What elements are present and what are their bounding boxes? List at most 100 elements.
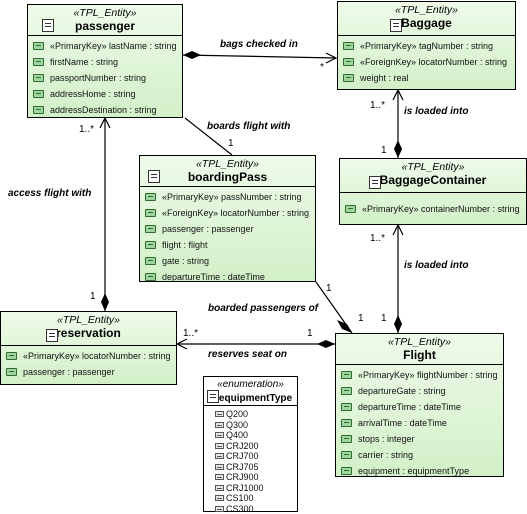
entity-stereotype: «TPL_Entity»	[336, 334, 503, 348]
multiplicity-boards-target: 1	[228, 138, 234, 149]
attribute-row[interactable]: addressHome : string	[28, 86, 182, 102]
column-icon	[33, 106, 44, 114]
enum-literal[interactable]: CRJ900	[204, 472, 297, 483]
attribute-text: departureTime : dateTime	[358, 402, 461, 412]
literal-icon	[215, 453, 224, 459]
column-icon	[145, 273, 156, 281]
attribute-text: weight : real	[360, 73, 409, 83]
multiplicity-container-source: 1..*	[370, 233, 385, 244]
attribute-row[interactable]: passenger : passenger	[1, 364, 176, 380]
attribute-text: «PrimaryKey» lastName : string	[50, 41, 177, 51]
attribute-text: equipment : equipmentType	[358, 466, 469, 476]
attribute-row[interactable]: flight : flight	[140, 237, 315, 253]
attribute-row[interactable]: arrivalTime : dateTime	[336, 415, 503, 431]
enumeration-equipment-type[interactable]: «enumeration» equipmentType Q200 Q300 Q4…	[203, 376, 298, 512]
column-icon	[6, 352, 17, 360]
entity-baggage-container[interactable]: «TPL_Entity» BaggageContainer «PrimaryKe…	[339, 158, 527, 225]
association-label-reserves-seat-on: reserves seat on	[208, 349, 287, 360]
attribute-row[interactable]: «ForeignKey» locatorNumber : string	[338, 54, 515, 70]
literal-icon	[215, 411, 224, 417]
attribute-row[interactable]: passportNumber : string	[28, 70, 182, 86]
attribute-row[interactable]: addressDestination : string	[28, 102, 182, 118]
entity-name: reservation	[1, 326, 176, 341]
literal-icon	[215, 506, 224, 512]
column-icon	[343, 74, 354, 82]
attribute-text: gate : string	[162, 256, 209, 266]
column-icon	[33, 58, 44, 66]
entity-stereotype: «TPL_Entity»	[340, 159, 526, 173]
attribute-text: «PrimaryKey» passNumber : string	[162, 192, 302, 202]
attribute-row[interactable]: «PrimaryKey» containerNumber : string	[340, 201, 526, 217]
column-icon	[33, 90, 44, 98]
entity-reservation[interactable]: «TPL_Entity» reservation «PrimaryKey» lo…	[0, 311, 177, 385]
entity-baggage[interactable]: «TPL_Entity» Baggage «PrimaryKey» tagNum…	[337, 1, 516, 90]
enum-literal[interactable]: CRJ1000	[204, 483, 297, 494]
enumeration-header: «enumeration» equipmentType	[204, 377, 297, 406]
association-label-container-loaded-into: is loaded into	[404, 260, 468, 271]
entity-boarding-pass[interactable]: «TPL_Entity» boardingPass «PrimaryKey» p…	[139, 155, 316, 282]
literal-icon	[215, 474, 224, 480]
entity-passenger[interactable]: «TPL_Entity» passenger «PrimaryKey» last…	[27, 4, 183, 118]
attribute-text: departureGate : string	[358, 386, 446, 396]
entity-name: Baggage	[338, 16, 515, 31]
table-icon	[148, 170, 160, 183]
multiplicity-access-source: 1..*	[79, 124, 94, 135]
enum-literal[interactable]: CS300	[204, 504, 297, 514]
enum-literal[interactable]: CRJ700	[204, 451, 297, 462]
attribute-row[interactable]: «PrimaryKey» tagNumber : string	[338, 38, 515, 54]
multiplicity-bag-source: 1..*	[370, 100, 385, 111]
attribute-row[interactable]: «PrimaryKey» locatorNumber : string	[1, 348, 176, 364]
attribute-row[interactable]: departureTime : dateTime	[336, 399, 503, 415]
attribute-row[interactable]: «ForeignKey» locatorNumber : string	[140, 205, 315, 221]
attribute-row[interactable]: «PrimaryKey» flightNumber : string	[336, 367, 503, 383]
table-icon	[369, 176, 381, 189]
column-icon	[341, 451, 352, 459]
literal-icon	[215, 443, 224, 449]
attribute-row[interactable]: firstName : string	[28, 54, 182, 70]
literal-text: CS100	[226, 493, 254, 503]
literal-text: CRJ200	[226, 441, 259, 451]
attribute-text: addressHome : string	[50, 89, 136, 99]
enum-literal[interactable]: Q300	[204, 420, 297, 431]
attribute-text: «PrimaryKey» containerNumber : string	[362, 204, 520, 214]
entity-header: «TPL_Entity» Flight	[336, 334, 503, 365]
enumeration-stereotype: «enumeration»	[204, 377, 297, 391]
literal-icon	[215, 485, 224, 491]
attribute-row[interactable]: gate : string	[140, 253, 315, 269]
column-icon	[33, 74, 44, 82]
association-label-bags-checked-in: bags checked in	[220, 39, 298, 50]
entity-flight[interactable]: «TPL_Entity» Flight «PrimaryKey» flightN…	[335, 333, 504, 477]
attribute-text: «PrimaryKey» tagNumber : string	[360, 41, 493, 51]
column-icon	[341, 435, 352, 443]
enum-literal[interactable]: CS100	[204, 493, 297, 504]
attribute-row[interactable]: equipment : equipmentType	[336, 463, 503, 479]
attribute-row[interactable]: «PrimaryKey» lastName : string	[28, 38, 182, 54]
entity-name: Flight	[336, 348, 503, 363]
table-icon	[46, 329, 58, 342]
multiplicity-boarded-source: 1	[326, 283, 332, 294]
attribute-row[interactable]: «PrimaryKey» passNumber : string	[140, 189, 315, 205]
attribute-row[interactable]: stops : integer	[336, 431, 503, 447]
attribute-row[interactable]: carrier : string	[336, 447, 503, 463]
enum-literal[interactable]: CRJ705	[204, 462, 297, 473]
attribute-row[interactable]: departureTime : dateTime	[140, 269, 315, 285]
attribute-text: «PrimaryKey» flightNumber : string	[358, 370, 498, 380]
attribute-row[interactable]: departureGate : string	[336, 383, 503, 399]
column-icon	[145, 209, 156, 217]
column-icon	[145, 225, 156, 233]
literal-icon	[215, 495, 224, 501]
attribute-text: «ForeignKey» locatorNumber : string	[360, 57, 507, 67]
column-icon	[145, 193, 156, 201]
column-icon	[341, 403, 352, 411]
literal-text: Q300	[226, 420, 248, 430]
table-icon	[207, 390, 219, 403]
attribute-row[interactable]: weight : real	[338, 70, 515, 86]
enum-literal[interactable]: Q400	[204, 430, 297, 441]
attribute-text: arrivalTime : dateTime	[358, 418, 447, 428]
attribute-text: passenger : passenger	[23, 367, 115, 377]
enum-literal[interactable]: CRJ200	[204, 441, 297, 452]
attribute-text: firstName : string	[50, 57, 118, 67]
attribute-row[interactable]: passenger : passenger	[140, 221, 315, 237]
enum-literal[interactable]: Q200	[204, 409, 297, 420]
attribute-text: stops : integer	[358, 434, 415, 444]
